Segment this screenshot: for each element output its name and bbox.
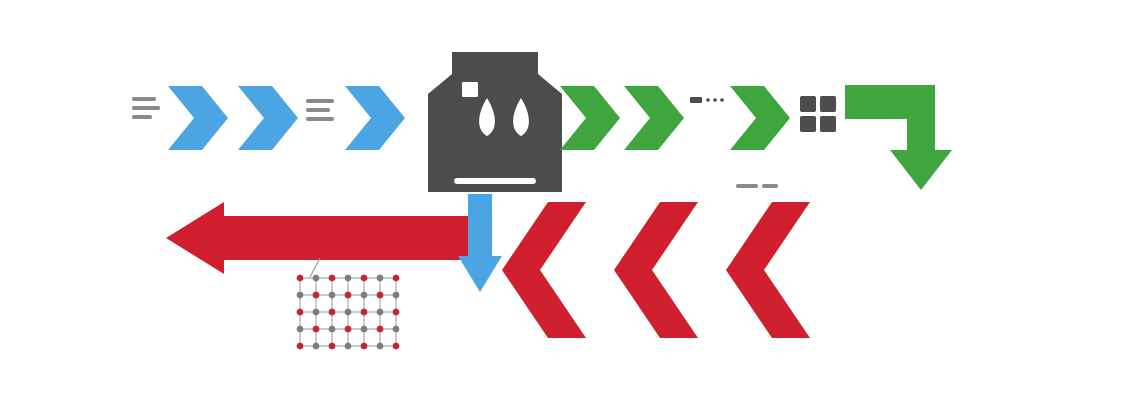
feedback-chevron-1 — [502, 202, 586, 338]
instrument-vial-right-icon — [513, 98, 529, 136]
turn-down-arrow — [845, 85, 952, 190]
input-arrow-1 — [168, 86, 228, 150]
label-marks-left — [132, 97, 160, 119]
instrument-vial-left-icon — [479, 98, 495, 136]
process-arrow-2 — [624, 86, 684, 150]
input-arrow-3 — [345, 86, 405, 150]
process-arrow-1 — [560, 86, 620, 150]
instrument-display — [462, 82, 478, 97]
process-arrow-3 — [730, 86, 790, 150]
minus-dash-icon — [690, 97, 702, 103]
lattice-callout-line — [309, 257, 321, 278]
crystal-lattice-icon — [296, 274, 400, 350]
input-arrow-2 — [238, 86, 298, 150]
feedback-chevron-2 — [614, 202, 698, 338]
crystal-lattice-atoms — [296, 274, 400, 350]
feedback-chevron-3 — [726, 202, 810, 338]
instrument-icon — [428, 52, 562, 192]
label-marks-under-arrow — [736, 184, 778, 188]
instrument-body — [428, 52, 562, 192]
sample-blocks-icon — [800, 96, 836, 132]
feedback-arrow — [166, 202, 478, 274]
label-marks-middle — [306, 99, 334, 121]
structure-drop-arrow — [458, 194, 502, 292]
instrument-slot — [454, 178, 536, 184]
dashed-connector — [690, 97, 724, 103]
